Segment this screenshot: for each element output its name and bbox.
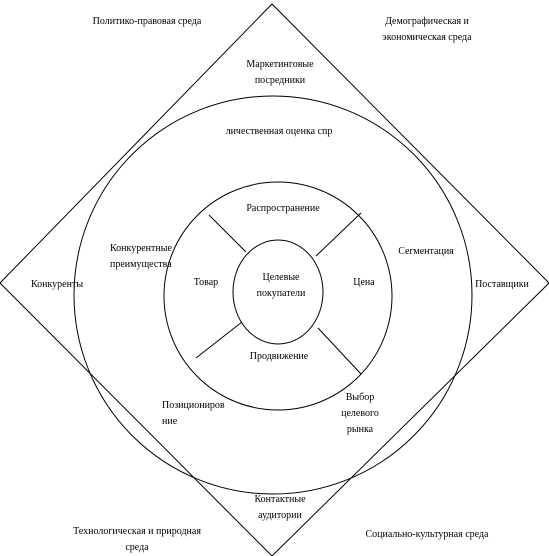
promotion-label: Продвижение	[249, 351, 309, 362]
strategy-circle	[73, 95, 473, 495]
divider-top-right	[315, 212, 362, 257]
distribution-label: Распространение	[246, 203, 320, 214]
competitive-advantages-label: Конкурентные преимущества	[110, 243, 172, 270]
segmentation-label: Сегментация	[398, 246, 454, 257]
marketing-mix-circle	[163, 181, 393, 411]
target-market-choice-label: Выбор целевого рынка	[341, 392, 379, 435]
divider-top-left	[208, 214, 247, 253]
sociocultural-environment-label: Социально-культурная среда	[365, 529, 489, 540]
target-customers-circle	[232, 239, 324, 345]
target-customers-label: Целевые покупатели	[256, 272, 306, 299]
positioning-label: Позициониров ние	[162, 400, 225, 427]
demographic-economic-environment-label: Демографическая и экономическая среда	[382, 16, 472, 43]
environment-diamond	[0, 3, 549, 556]
divider-bottom-right	[317, 327, 362, 375]
quantitative-evaluation-label: личественная оценка спр	[225, 126, 333, 137]
product-label: Товар	[193, 277, 219, 288]
contact-audiences-label: Контактные аудитории	[254, 494, 306, 521]
suppliers-label: Поставщики	[475, 279, 529, 290]
price-label: Цена	[353, 277, 375, 288]
technological-natural-environment-label: Технологическая и природная среда	[73, 526, 201, 553]
marketing-intermediaries-label: Маркетинговые посредники	[246, 59, 314, 86]
political-legal-environment-label: Политико-правовая среда	[92, 16, 202, 27]
divider-bottom-left	[195, 321, 243, 359]
competitors-label: Конкуренты	[30, 279, 84, 290]
